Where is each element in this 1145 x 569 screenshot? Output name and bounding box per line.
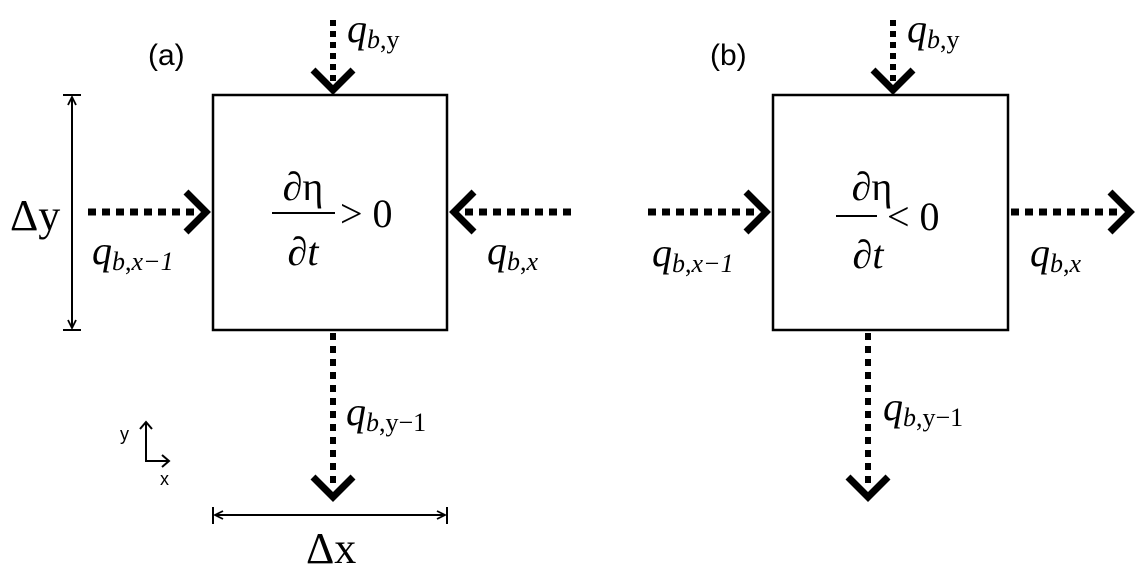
flux-label-qby-1: qb,y−1 xyxy=(346,389,426,437)
chevron-right-icon xyxy=(183,189,211,235)
panel-a-label: (a) xyxy=(148,39,185,72)
equation-denominator: ∂t xyxy=(288,229,320,274)
delta-x-label: Δx xyxy=(306,524,356,569)
flux-label-qbx: qb,x xyxy=(487,228,539,276)
panel-b: (b) ∂η ∂t < 0 qb,y qb,x−1 xyxy=(648,6,1135,502)
flux-label-qby: qb,y xyxy=(907,6,960,54)
y-axis-label: y xyxy=(120,424,129,444)
flux-arrow-right: qb,x xyxy=(1011,189,1135,278)
chevron-right-icon xyxy=(1107,189,1135,235)
equation-numerator: ∂η xyxy=(283,164,324,209)
equation-relation: > 0 xyxy=(340,191,393,236)
flux-arrow-bottom: qb,y−1 xyxy=(845,333,963,502)
chevron-down-icon xyxy=(310,474,356,502)
equation: ∂η ∂t < 0 xyxy=(836,164,940,277)
control-volume-box xyxy=(771,93,1010,332)
equation-relation: < 0 xyxy=(887,194,940,239)
flux-label-qbx-1: qb,x−1 xyxy=(652,230,734,278)
equation: ∂η ∂t > 0 xyxy=(272,164,393,274)
height-dimension: Δy xyxy=(10,94,81,331)
flux-label-qby: qb,y xyxy=(347,6,400,54)
flux-label-qbx: qb,x xyxy=(1030,230,1082,278)
flux-label-qby-1: qb,y−1 xyxy=(883,384,963,432)
width-dimension: Δx xyxy=(212,507,448,569)
flux-arrow-top: qb,y xyxy=(310,6,400,95)
flux-arrow-right: qb,x xyxy=(449,189,575,276)
equation-denominator: ∂t xyxy=(853,232,885,277)
x-axis-label: x xyxy=(160,469,169,489)
chevron-down-icon xyxy=(845,474,891,502)
coordinate-axes-icon: y x xyxy=(120,420,171,489)
flux-arrow-bottom: qb,y−1 xyxy=(310,333,426,502)
control-volume-box xyxy=(211,93,449,332)
chevron-down-icon xyxy=(310,67,356,95)
flux-arrow-top: qb,y xyxy=(870,6,960,95)
panel-a: (a) ∂η ∂t > 0 qb,y qb,x−1 xyxy=(10,6,575,569)
chevron-right-icon xyxy=(743,189,771,235)
chevron-left-icon xyxy=(449,189,477,235)
flux-arrow-left: qb,x−1 xyxy=(648,189,771,278)
equation-numerator: ∂η xyxy=(852,164,893,209)
flux-arrow-left: qb,x−1 xyxy=(88,189,211,276)
panel-b-label: (b) xyxy=(710,39,747,72)
chevron-down-icon xyxy=(870,67,916,95)
delta-y-label: Δy xyxy=(10,191,60,240)
flux-label-qbx-1: qb,x−1 xyxy=(92,228,174,276)
